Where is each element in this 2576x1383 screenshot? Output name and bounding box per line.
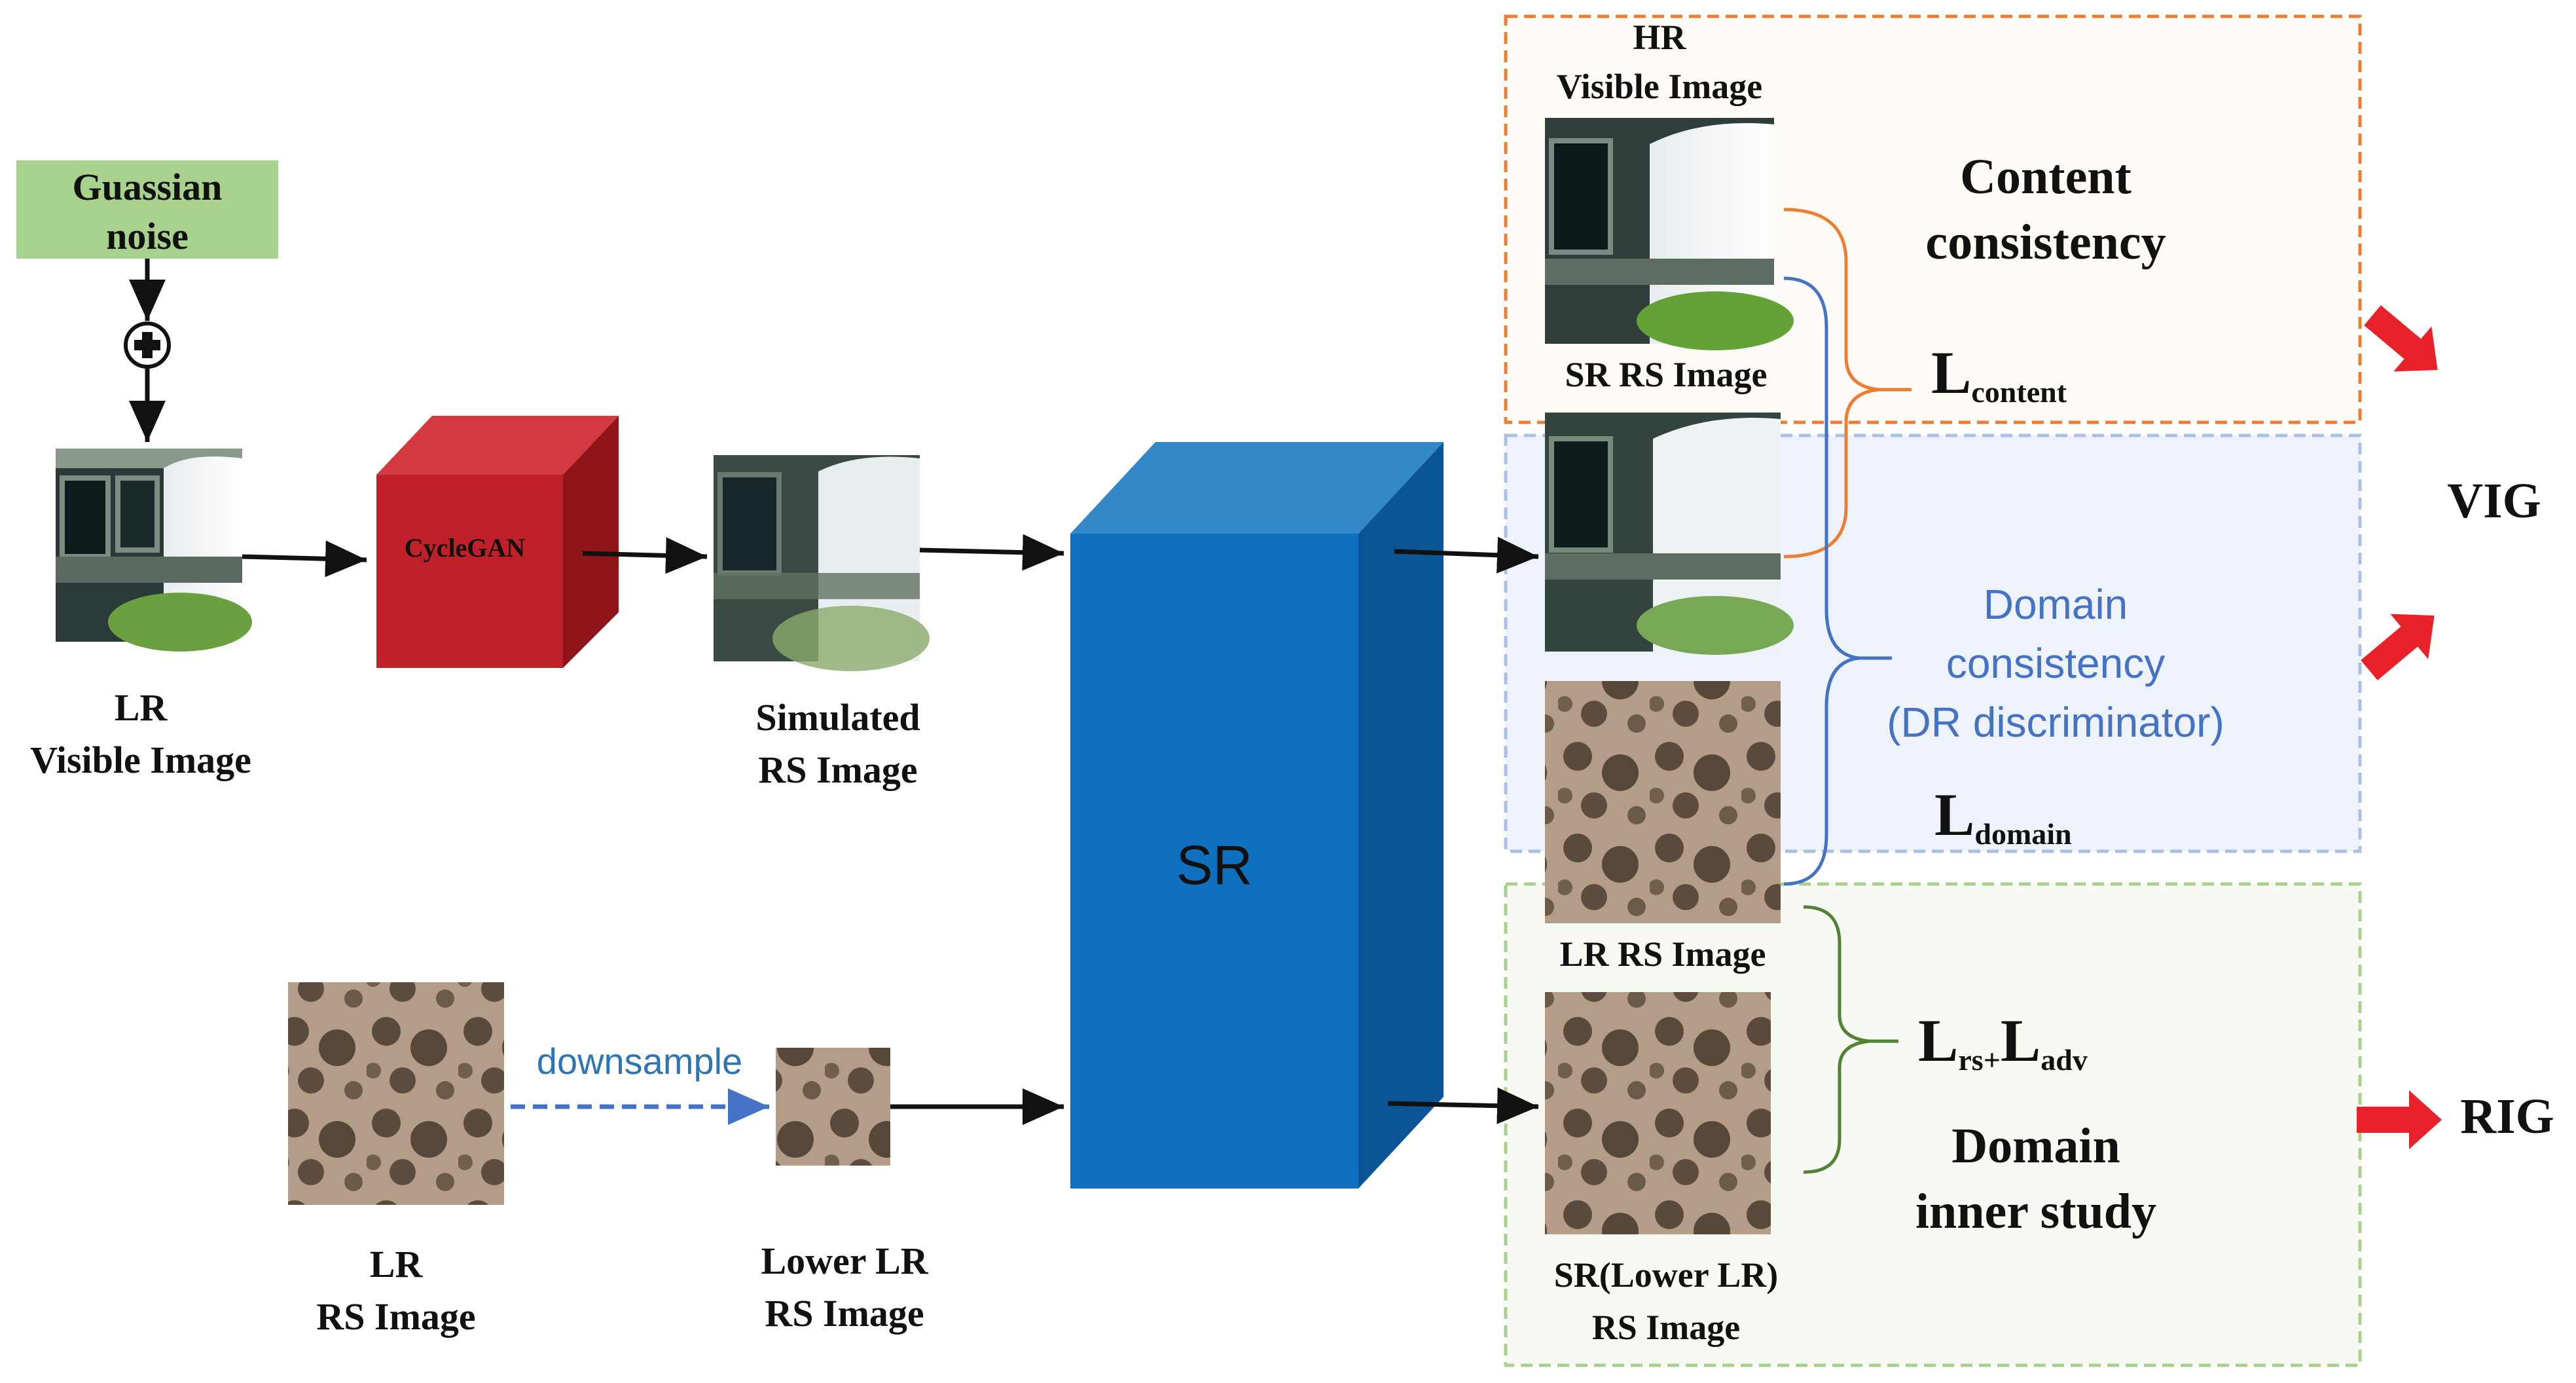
lr-visible-image — [56, 449, 252, 652]
lr-visible-label-line2: Visible Image — [30, 739, 251, 781]
lr-rs-label-line2: RS Image — [316, 1295, 475, 1338]
noise-label-line2: noise — [106, 215, 189, 257]
sr-block — [1070, 442, 1443, 1189]
simulated-to-sr-arrow — [919, 534, 1064, 571]
sr-lower-image — [1545, 992, 1771, 1234]
sr-rs-image — [1545, 413, 1794, 655]
gaussian-noise-box — [16, 160, 278, 259]
domain-title-line1: Domain — [1984, 581, 2128, 628]
sr-label: SR — [1176, 834, 1253, 896]
lower-lr-label-line1: Lower LR — [761, 1240, 928, 1282]
lr-rs-right-image — [1545, 681, 1781, 923]
cyclegan-to-simulated-arrow — [582, 537, 708, 574]
hr-visible-image — [1545, 118, 1794, 350]
domain-title-line2: consistency — [1946, 640, 2165, 687]
sr-to-sr-lower-arrow — [1387, 1087, 1539, 1124]
simulated-rs-image — [714, 455, 930, 671]
hr-visible-label-line1: HR — [1633, 18, 1687, 57]
sr-to-sr-rs-arrow — [1394, 536, 1539, 574]
lower-lr-rs-image — [776, 1048, 890, 1166]
simulated-label-line2: RS Image — [758, 748, 917, 791]
inner-title-line2: inner study — [1915, 1184, 2156, 1239]
cyclegan-label: CycleGAN — [405, 533, 526, 562]
inner-title-line1: Domain — [1951, 1118, 2120, 1173]
content-loss: Lcontent — [1931, 339, 2067, 409]
red-arrow-down-icon — [2364, 305, 2438, 372]
sr-rs-label: SR RS Image — [1565, 355, 1767, 394]
lr-to-cyclegan-arrow — [242, 540, 367, 578]
red-arrow-right-icon — [2357, 1090, 2442, 1149]
content-title-line1: Content — [1960, 149, 2132, 204]
downsample-label: downsample — [537, 1041, 742, 1082]
noise-label-line1: Guassian — [73, 166, 223, 208]
plus-vertical — [142, 332, 153, 358]
sr-lower-label-line2: RS Image — [1592, 1308, 1741, 1347]
simulated-label-line1: Simulated — [755, 696, 920, 739]
domain-title-line3: (DR discriminator) — [1887, 699, 2224, 746]
lr-rs-label-line1: LR — [370, 1243, 424, 1285]
rig-label: RIG — [2460, 1089, 2554, 1144]
content-title-line2: consistency — [1925, 215, 2166, 270]
cyclegan-cube — [376, 416, 619, 668]
lower-lr-label-line2: RS Image — [765, 1292, 924, 1335]
lr-rs-image — [288, 982, 504, 1205]
sr-lower-label-line1: SR(Lower LR) — [1554, 1255, 1778, 1295]
lr-rs-right-label: LR RS Image — [1559, 934, 1766, 974]
inner-loss: Lrs+Ladv — [1918, 1007, 2088, 1077]
vig-label: VIG — [2447, 473, 2541, 528]
red-arrow-up-icon — [2361, 614, 2435, 680]
hr-visible-label-line2: Visible Image — [1557, 67, 1762, 106]
domain-loss: Ldomain — [1934, 781, 2072, 851]
lr-visible-label-line1: LR — [115, 686, 168, 729]
